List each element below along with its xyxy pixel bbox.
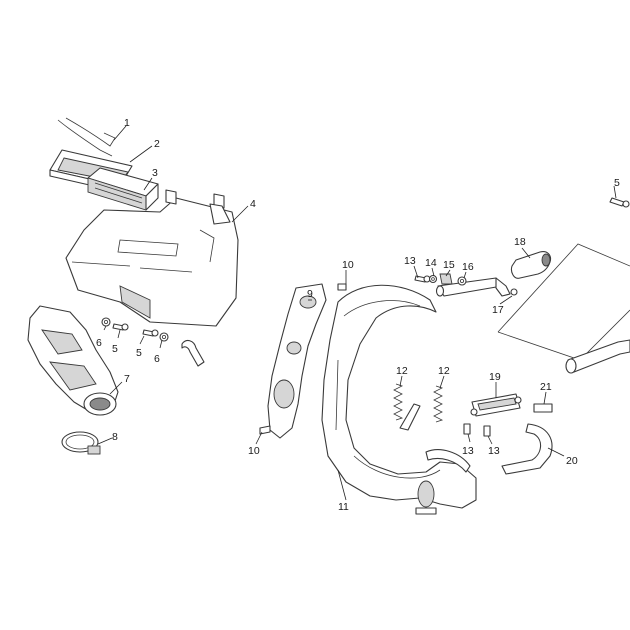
callout-11: 11 <box>338 501 349 513</box>
bolt-set-right <box>259 273 467 435</box>
callout-labels: 1 2 3 4 5 6 5 5 6 7 8 9 10 10 11 12 12 1… <box>96 117 620 513</box>
callout-10-bottom: 10 <box>248 445 260 457</box>
callout-16: 16 <box>462 261 474 273</box>
heat-shield-part <box>267 283 327 439</box>
callout-21: 21 <box>540 381 552 393</box>
callout-10-top: 10 <box>342 259 354 271</box>
callout-15: 15 <box>443 259 455 271</box>
clip-part <box>57 117 116 157</box>
callout-4: 4 <box>250 198 256 210</box>
rubber-sleeve-part <box>510 251 552 279</box>
callout-6-a: 6 <box>96 337 102 349</box>
hose-clamp-part <box>61 431 101 455</box>
callout-8: 8 <box>112 431 118 443</box>
air-filter-part <box>87 167 159 211</box>
callout-3: 3 <box>152 167 158 179</box>
airbox-part <box>65 189 239 327</box>
callout-9: 9 <box>307 288 313 300</box>
callout-13-b: 13 <box>462 445 474 457</box>
hose-part <box>501 403 553 475</box>
callout-14: 14 <box>425 257 437 269</box>
callout-5-a: 5 <box>112 343 118 355</box>
bolt-top-right <box>609 197 630 208</box>
callout-5-top: 5 <box>614 177 620 189</box>
silencer-part <box>497 243 630 374</box>
callout-5-b: 5 <box>136 347 142 359</box>
intake-boot-part <box>27 305 119 416</box>
callout-18: 18 <box>514 236 526 248</box>
callout-13-c: 13 <box>488 445 500 457</box>
callout-17: 17 <box>492 304 504 316</box>
small-hose-left <box>181 339 205 367</box>
callout-7: 7 <box>124 373 130 385</box>
callout-12-b: 12 <box>438 365 450 377</box>
callout-19: 19 <box>489 371 501 383</box>
manifold-pipe-part <box>435 277 518 297</box>
callout-12-a: 12 <box>396 365 408 377</box>
leader-lines <box>97 125 617 501</box>
small-fasteners-left <box>101 317 169 342</box>
callout-20: 20 <box>566 455 578 467</box>
expansion-chamber-part <box>321 284 477 515</box>
callout-1: 1 <box>124 117 130 129</box>
callout-2: 2 <box>154 138 160 150</box>
callout-13-a: 13 <box>404 255 416 267</box>
springs-part <box>393 383 444 423</box>
callout-6-b: 6 <box>154 353 160 365</box>
silencer-bracket-part <box>463 393 522 437</box>
